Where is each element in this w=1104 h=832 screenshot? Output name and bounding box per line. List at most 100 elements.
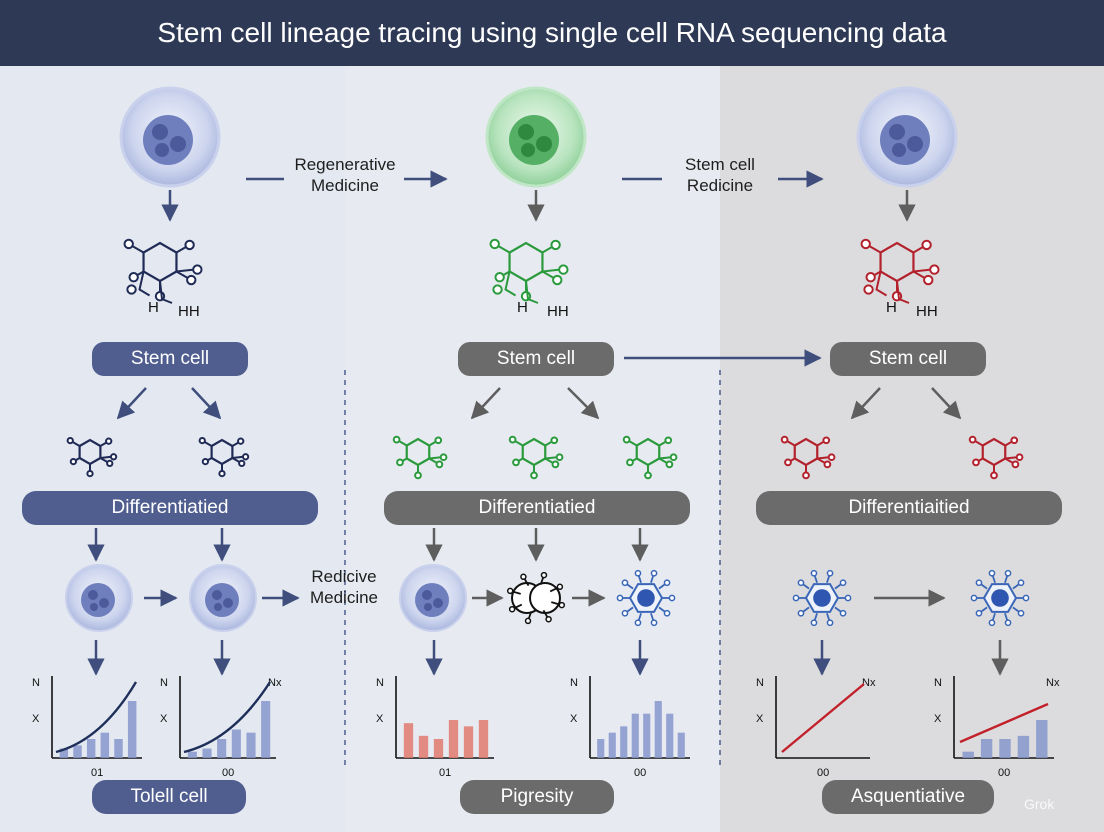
chart-bar	[463, 726, 474, 758]
molecule-red-diff-1	[780, 435, 836, 480]
chart-corner-label: Nx	[1046, 677, 1060, 689]
chart-bar	[86, 739, 96, 758]
chart-bar	[608, 732, 616, 758]
chart-tick-label: 01	[439, 767, 451, 779]
chart-bar	[597, 739, 605, 758]
chart-y-label: N	[160, 677, 168, 689]
mini-chart-2: N X 00 Nx	[160, 676, 282, 779]
chart-trend-line	[959, 702, 1049, 744]
bottom-pill-left: Tolell cell	[92, 780, 246, 814]
chart-x-label: X	[570, 713, 578, 725]
chart-tick-label: 00	[817, 767, 829, 779]
flow-label-redicive-medicine: Redicive Medicine	[309, 567, 379, 607]
stem-cell-pill-left: Stem cell	[92, 342, 248, 376]
differentiated-pill-middle: Differentiatied	[384, 491, 690, 525]
chart-bar	[643, 713, 651, 758]
molecule-green-top	[489, 238, 569, 304]
hybrid-molecule-black	[506, 571, 566, 625]
arrow-diag-right-2	[931, 387, 962, 420]
cell-icon-lower-1	[65, 564, 133, 632]
stem-cell-pill-middle: Stem cell	[458, 342, 614, 376]
flow-label-stem-cell-redicine: Stem cell Redicine	[685, 155, 755, 195]
chem-label-h-middle: H	[517, 299, 528, 316]
chart-bar	[666, 713, 674, 758]
arrow-diag-middle-1	[470, 387, 501, 420]
chart-y-label: N	[376, 677, 384, 689]
chart-bar	[631, 713, 639, 758]
star-cell-middle	[616, 569, 676, 627]
chart-bar	[202, 748, 212, 758]
chart-bar	[127, 701, 137, 758]
title-bar	[0, 0, 1104, 66]
chart-bar	[246, 732, 256, 758]
molecule-icon-red	[860, 238, 940, 304]
chart-x-label: X	[160, 713, 168, 725]
molecule-red-diff-2	[968, 435, 1024, 480]
chart-tick-label: 00	[634, 767, 646, 779]
chart-tick-label: 00	[998, 767, 1010, 779]
flow-label-regenerative-medicine: Regenerative Medicine	[294, 155, 396, 195]
chart-corner-label: Nx	[862, 677, 876, 689]
chart-bar	[654, 701, 662, 758]
cell-icon-lower-2	[189, 564, 257, 632]
chart-trend-line	[781, 683, 865, 753]
arrow-diag-left-2	[191, 387, 222, 420]
cell-icon-lower-3	[399, 564, 467, 632]
page-title: Stem cell lineage tracing using single c…	[157, 17, 947, 48]
chart-bar	[999, 739, 1011, 758]
panel-left-background	[0, 66, 345, 832]
molecule-navy-diff-2	[198, 436, 250, 478]
chart-bar	[114, 739, 123, 758]
chart-trend-curve	[183, 681, 272, 754]
chem-label-hh-left: HH	[178, 303, 200, 320]
chem-label-h-left: H	[148, 299, 159, 316]
chart-x-label: X	[756, 713, 764, 725]
molecule-green-diff-1	[392, 435, 448, 480]
chart-corner-label: Nx	[268, 677, 282, 689]
chart-bar	[1017, 735, 1030, 758]
lower-molecules-and-stars	[506, 569, 1030, 627]
molecule-green-diff-2	[508, 435, 564, 480]
chem-label-hh-right: HH	[916, 303, 938, 320]
molecule-red-top	[860, 238, 940, 304]
chart-bar	[187, 751, 197, 758]
chart-x-label: X	[934, 713, 942, 725]
chart-bar	[448, 720, 459, 758]
chart-y-label: N	[934, 677, 942, 689]
stem-cell-pill-right: Stem cell	[830, 342, 986, 376]
chart-bar	[980, 739, 993, 758]
chart-trend-curve	[55, 681, 138, 754]
chart-bar	[217, 739, 227, 758]
molecule-icon-green	[489, 238, 569, 304]
arrow-diag-right-1	[850, 387, 881, 420]
chart-bar	[59, 748, 69, 758]
chart-bar	[73, 745, 82, 758]
chart-bar	[1036, 720, 1048, 758]
stem-cell-icon-blue-top-right	[856, 86, 958, 188]
molecule-navy-top	[123, 238, 203, 304]
chart-x-label: X	[32, 713, 40, 725]
chart-bar	[478, 720, 489, 758]
chart-bar	[403, 723, 414, 758]
chart-bar	[433, 739, 444, 758]
chem-label-h-right: H	[886, 299, 897, 316]
chart-bar	[418, 735, 429, 758]
differentiated-pill-left: Differentiatied	[22, 491, 318, 525]
panel-right-background	[720, 66, 1104, 832]
chem-label-hh-middle: HH	[547, 303, 569, 320]
chart-bar	[100, 732, 110, 758]
chart-tick-label: 00	[222, 767, 234, 779]
chart-bar	[231, 729, 241, 758]
differentiated-molecules-row	[66, 435, 1024, 480]
star-cell-right-1	[792, 569, 852, 627]
stem-cell-icon-blue-top-left	[119, 86, 221, 188]
watermark-text: Grok	[1024, 796, 1055, 812]
molecule-navy-diff-1	[66, 436, 118, 478]
